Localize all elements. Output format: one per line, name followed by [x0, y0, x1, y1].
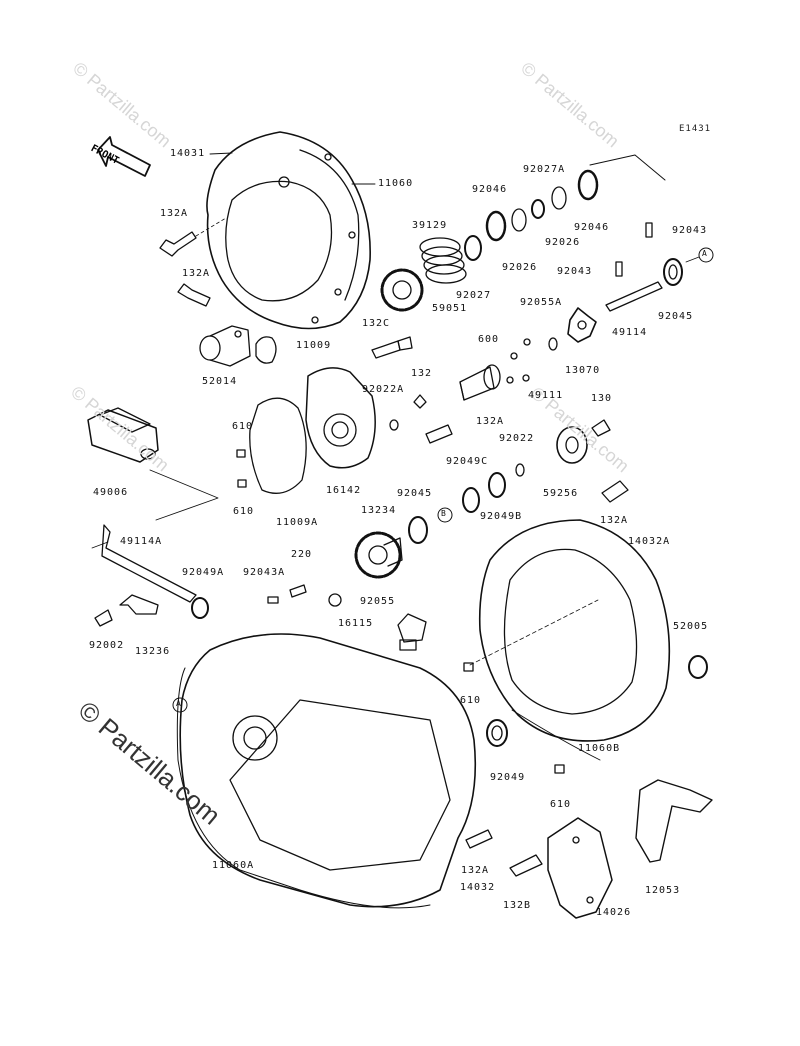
part-label: 92055A	[520, 297, 563, 308]
part-label: 49111	[528, 390, 564, 401]
gear-13234-icon	[354, 531, 403, 579]
part-label: 11060B	[578, 743, 621, 754]
part-label: 132A	[600, 515, 629, 526]
part-label: 52014	[202, 376, 238, 387]
part-label: 132A	[160, 208, 189, 219]
part-label: 92049A	[182, 567, 225, 578]
bracket-12053	[635, 779, 713, 863]
part-label: 92022A	[362, 384, 405, 395]
part-label: 14031	[170, 148, 206, 159]
part-label: 92027	[456, 290, 492, 301]
part-label: 92046	[574, 222, 610, 233]
part-label: 16142	[326, 485, 362, 496]
oil-plug-16115	[397, 613, 427, 651]
part-label: 92055	[360, 596, 396, 607]
part-label: 92043A	[243, 567, 286, 578]
right-cover-14032a	[478, 519, 671, 742]
part-label: 92046	[472, 184, 508, 195]
front-arrow-icon	[97, 136, 151, 177]
part-label: 132C	[362, 318, 391, 329]
part-label: 92049B	[480, 511, 523, 522]
part-label: 600	[478, 334, 500, 345]
part-label: 92026	[502, 262, 538, 273]
shaft-49114a	[101, 524, 197, 603]
part-label: 49114A	[120, 536, 163, 547]
part-label: 132A	[461, 865, 490, 876]
part-label: 12053	[645, 885, 681, 896]
part-label: 92049	[490, 772, 526, 783]
part-label: 16115	[338, 618, 374, 629]
guard-14026	[547, 817, 613, 919]
part-label: 11009A	[276, 517, 319, 528]
part-label: 92045	[658, 311, 694, 322]
part-label: 610	[460, 695, 482, 706]
part-label: 92045	[397, 488, 433, 499]
impeller-59256-icon	[556, 426, 588, 464]
part-label: 92026	[545, 237, 581, 248]
part-label: 92022	[499, 433, 535, 444]
bolt-132a-icon	[177, 283, 211, 307]
strainer-49006	[87, 407, 159, 463]
clutch-cover-14031	[206, 131, 371, 330]
part-label: 132	[411, 368, 433, 379]
part-label: 49006	[93, 487, 129, 498]
impeller-13070-icon	[567, 307, 597, 343]
part-label: 220	[291, 549, 313, 560]
diagram-code: E1431	[679, 124, 712, 134]
part-label: 14032A	[628, 536, 671, 547]
part-label: 39129	[412, 220, 448, 231]
part-label: 13070	[565, 365, 601, 376]
part-label: 610	[550, 799, 572, 810]
part-label: 11009	[296, 340, 332, 351]
part-label: 92049C	[446, 456, 489, 467]
spring-39129	[419, 237, 467, 284]
part-label: 13236	[135, 646, 171, 657]
part-label: 92043	[672, 225, 708, 236]
part-label: 92002	[89, 640, 125, 651]
part-label: 59256	[543, 488, 579, 499]
shaft-49111	[459, 364, 501, 401]
part-label: 59051	[432, 303, 468, 314]
part-label: 610	[232, 421, 254, 432]
part-label: 11060	[378, 178, 414, 189]
water-pump-cover-16142	[305, 367, 376, 469]
callout-a: A	[702, 249, 708, 258]
part-label: 610	[233, 506, 255, 517]
part-label: 92043	[557, 266, 593, 277]
part-label: 13234	[361, 505, 397, 516]
part-label: 52005	[673, 621, 709, 632]
part-label: 14026	[596, 907, 632, 918]
callout-b: B	[441, 509, 447, 518]
part-label: 132A	[182, 268, 211, 279]
part-label: 130	[591, 393, 613, 404]
part-label: 14032	[460, 882, 496, 893]
callout-a: A	[176, 699, 182, 708]
part-label: 132B	[503, 900, 532, 911]
bolt-132a-icon	[159, 217, 227, 257]
part-label: 92027A	[523, 164, 566, 175]
water-pipe-52014	[199, 325, 251, 367]
gear-59051-icon	[380, 268, 424, 312]
part-label: 49114	[612, 327, 648, 338]
part-label: 11060A	[212, 860, 255, 871]
crankcase-cover-14032	[179, 633, 477, 908]
part-label: 132A	[476, 416, 505, 427]
